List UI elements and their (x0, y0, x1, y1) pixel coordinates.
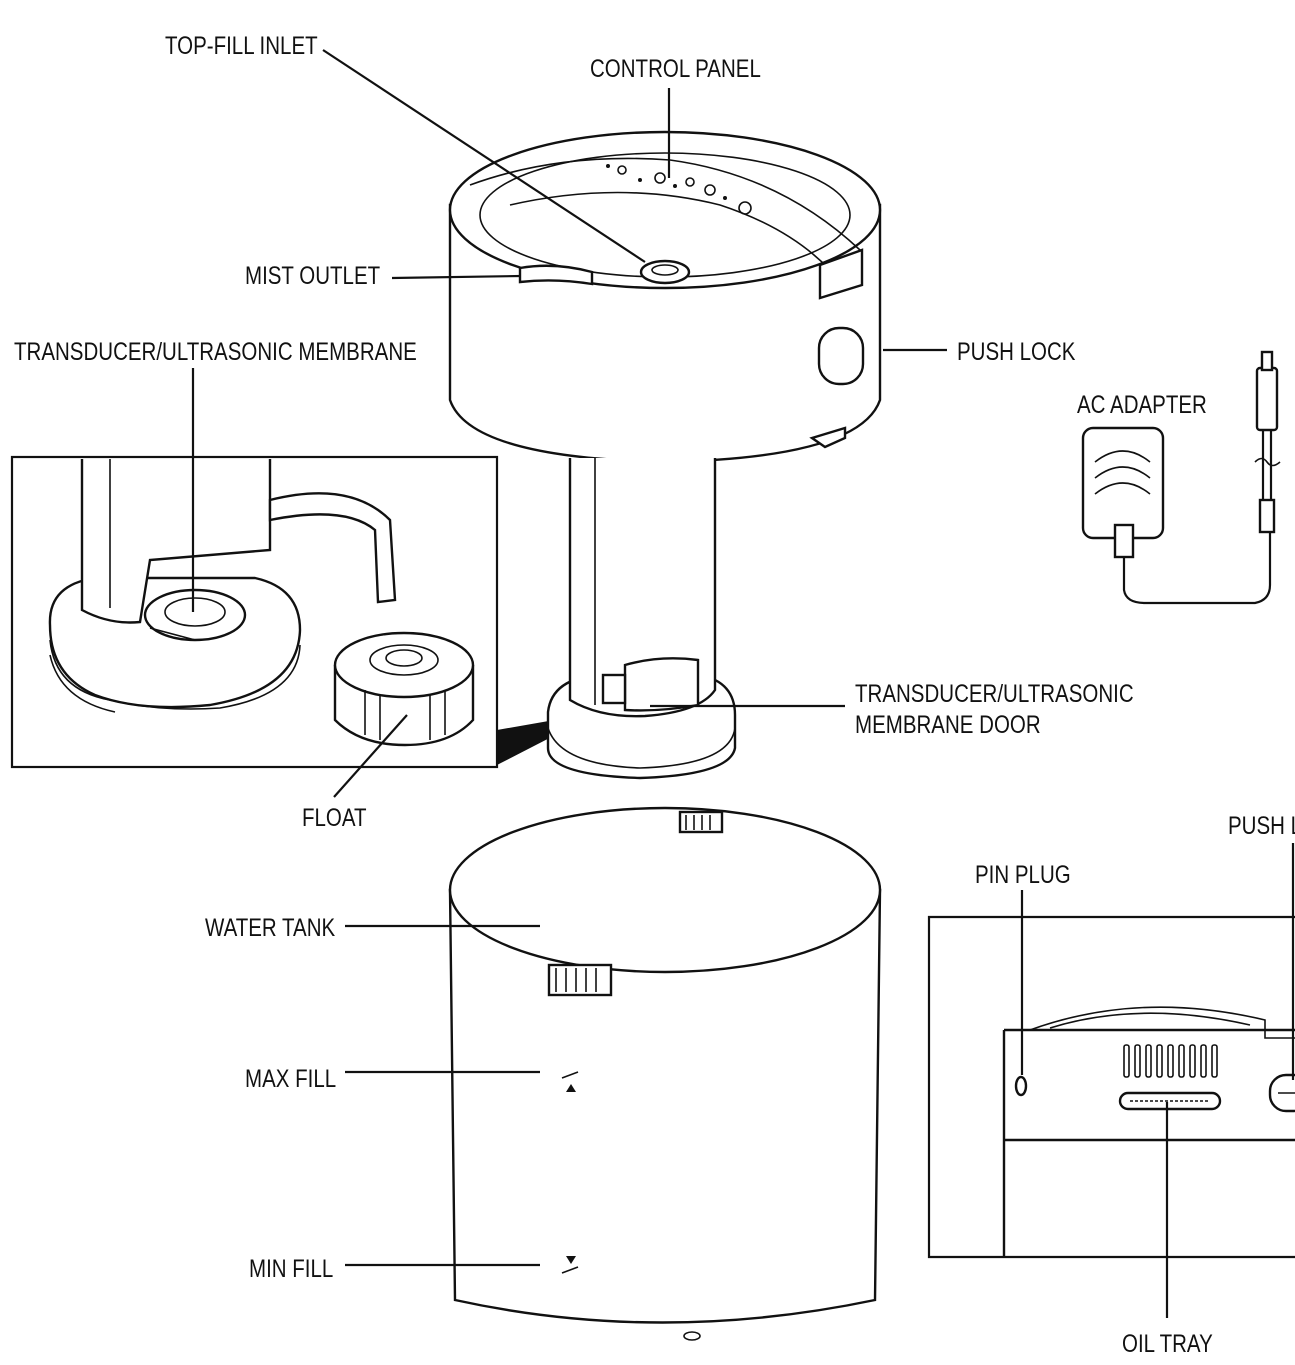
pin-plug-label: PIN PLUG (975, 860, 1071, 888)
max-fill-mark (561, 1071, 579, 1092)
water-tank-label: WATER TANK (205, 913, 335, 941)
ac-adapter-label: AC ADAPTER (1077, 390, 1207, 418)
leader-lines (191, 49, 1295, 1318)
column-and-base (546, 458, 737, 780)
float-part (333, 631, 475, 747)
water-tank-part (448, 806, 882, 1341)
control-panel-label: CONTROL PANEL (590, 54, 761, 82)
min-fill-label: MIN FILL (249, 1254, 333, 1282)
push-lock-label: PUSH LOCK (957, 337, 1075, 365)
push-lock-cut-label: PUSH L (1228, 811, 1295, 839)
membrane-door-label-line1: TRANSDUCER/ULTRASONIC (855, 679, 1134, 707)
float-label: FLOAT (302, 803, 367, 831)
transducer-inset (10, 455, 600, 769)
transducer-membrane-label: TRANSDUCER/ULTRASONIC MEMBRANE (14, 337, 417, 365)
oil-tray-inset (927, 915, 1295, 1259)
control-panel-buttons (606, 164, 752, 215)
mist-outlet-label: MIST OUTLET (245, 261, 380, 289)
top-fill-inlet-label: TOP-FILL INLET (165, 31, 318, 59)
min-fill-mark (561, 1256, 579, 1274)
labels: TOP-FILL INLET CONTROL PANEL MIST OUTLET… (14, 31, 1295, 1357)
max-fill-label: MAX FILL (245, 1064, 336, 1092)
vent-slots (1123, 1044, 1218, 1078)
top-housing (448, 130, 882, 464)
ac-adapter-part (1081, 350, 1281, 605)
membrane-door-label-line2: MEMBRANE DOOR (855, 710, 1041, 738)
oil-tray-label: OIL TRAY (1122, 1329, 1213, 1357)
